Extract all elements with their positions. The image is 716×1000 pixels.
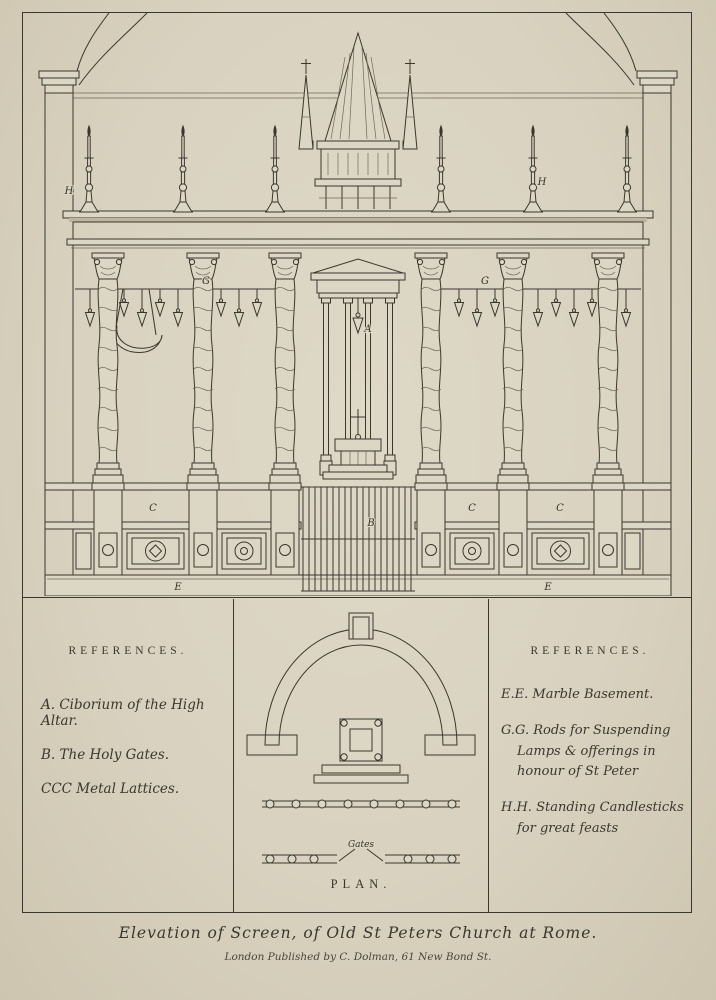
plate-title: Elevation of Screen, of Old St Peters Ch… xyxy=(118,924,598,942)
label-e-right: E xyxy=(543,582,552,593)
elevation-drawing: H H G G A B E E C C C xyxy=(38,13,678,596)
references-right-list: E.E. Marble Basement. G.G. Rods for Susp… xyxy=(489,685,691,840)
votive-horn xyxy=(111,288,163,353)
plan-drawing: Gates xyxy=(246,612,476,864)
references-left-panel: REFERENCES. A. Ciborium of the High Alta… xyxy=(23,599,234,912)
label-a: A xyxy=(363,324,371,335)
label-c-2: C xyxy=(468,503,476,514)
candlestick xyxy=(522,125,544,213)
gates-row xyxy=(262,848,460,864)
label-e-left: E xyxy=(173,582,182,593)
references-left-heading: REFERENCES. xyxy=(68,645,188,657)
label-b: B xyxy=(366,518,374,529)
altar xyxy=(322,409,394,480)
plan-panel: Gates PLAN. xyxy=(234,599,489,912)
candlestick xyxy=(264,125,286,213)
twisted-column xyxy=(268,252,302,484)
candlestick xyxy=(430,125,452,213)
publisher-imprint: London Published by C. Dolman, 61 New Bo… xyxy=(224,951,492,963)
references-right-panel: REFERENCES. E.E. Marble Basement. G.G. R… xyxy=(489,599,691,912)
vault-arch-lines xyxy=(76,13,637,86)
references-left-list: A. Ciborium of the High Altar. B. The Ho… xyxy=(23,697,233,797)
elevation-reference-letters: H H G G A B E E C C C xyxy=(63,176,566,594)
side-walls xyxy=(246,734,476,756)
reference-item-g: G.G. Rods for Suspending Lamps & offerin… xyxy=(501,722,671,780)
reference-item-b: B. The Holy Gates. xyxy=(41,747,170,763)
ciborium-spires xyxy=(298,31,418,209)
twisted-column xyxy=(91,252,125,484)
label-g-left: G xyxy=(202,276,210,287)
candlestick xyxy=(616,125,638,213)
altar-steps-plan xyxy=(313,764,409,784)
reference-item-h: H.H. Standing Candlesticks for great fea… xyxy=(501,800,684,836)
candlestick xyxy=(78,125,100,213)
column-pedestals xyxy=(91,482,625,576)
altar-aedicule xyxy=(310,258,406,480)
main-entablature xyxy=(62,210,654,249)
twisted-column xyxy=(496,252,530,484)
lower-band: REFERENCES. A. Ciborium of the High Alta… xyxy=(23,599,691,912)
reference-item-c: CCC Metal Lattices. xyxy=(41,781,180,797)
pinnacle-cross-icon xyxy=(300,58,312,75)
reference-item-e: E.E. Marble Basement. xyxy=(501,687,654,702)
right-pilaster xyxy=(636,70,678,576)
plate-border: H H G G A B E E C C C REFERENCES. xyxy=(22,12,692,913)
reference-item-a: A. Ciborium of the High Altar. xyxy=(41,697,205,729)
twisted-column xyxy=(186,252,220,484)
label-c-1: C xyxy=(149,503,157,514)
pinnacle-cross-icon xyxy=(404,58,416,75)
holy-gates xyxy=(301,486,415,592)
candlestick xyxy=(172,125,194,213)
gates-label: Gates xyxy=(348,840,374,850)
marble-basement xyxy=(44,574,672,596)
twisted-column xyxy=(414,252,448,484)
label-g-right: G xyxy=(481,276,489,287)
sanctuary-lamp xyxy=(352,298,364,335)
label-h-right: H xyxy=(537,177,547,188)
altar-plan xyxy=(339,718,383,762)
references-right-heading: REFERENCES. xyxy=(530,645,650,657)
label-c-3: C xyxy=(556,503,564,514)
plan-caption: PLAN. xyxy=(330,877,392,891)
screen-colonnade-row xyxy=(262,799,460,809)
label-h-left: H xyxy=(64,186,74,197)
apse-wall xyxy=(264,612,458,746)
parapet xyxy=(44,482,672,596)
elevation-section: H H G G A B E E C C C xyxy=(23,13,691,598)
basement-panels xyxy=(75,532,641,570)
twisted-column xyxy=(591,252,625,484)
